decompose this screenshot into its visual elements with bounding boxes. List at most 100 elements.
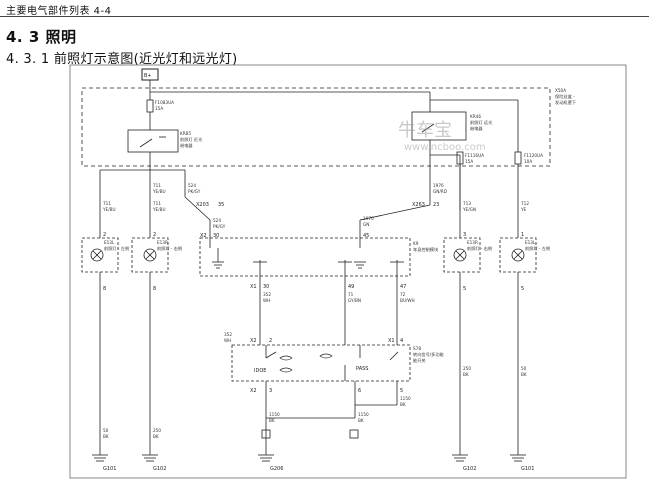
wire-50-left-color: BK [103,434,109,439]
wire-712-color: YE [520,207,527,212]
wire-71: 71 [348,292,354,297]
switch-idoe-label: IDOE [254,368,266,374]
bcm-desc: 车身控制模块 [413,246,439,253]
fuse-right-name: F1120UA [524,153,543,158]
pin-4-switch: 4 [400,338,403,344]
lamp-lh-pin-bot: 8 [153,286,156,292]
pin-47: 47 [400,284,406,290]
fuse-mid-rating: 15A [465,159,473,164]
watermark-brand: 牛车宝 [398,120,452,141]
ground-g101-right: G101 [521,466,534,472]
lamp-ll-pin-top: 2 [103,232,106,238]
fuse-right-rating: 10A [524,159,532,164]
fusebox-desc2: 发动机罩下 [555,99,576,106]
bulb-right-low [511,248,525,262]
wire-711-b: 711 [153,183,161,188]
lamp-rh-code: E13R [467,240,478,245]
switch-pass-label: PASS [356,366,368,372]
subsection-title: 4. 3. 1 前照灯示意图(近光灯和远光灯) [6,52,238,67]
relay-low-code: KR85 [180,131,191,136]
lamp-lh-pin-top: 2 [153,232,156,238]
fuse-left-rating: 15A [155,106,163,111]
ground-symbol-g101-left [92,454,108,462]
wire-71-color: GY/BN [348,298,361,303]
relay-low-desc1: 前照灯 近光 [180,136,202,143]
ground-g102-left: G102 [153,466,166,472]
wire-50-left: 50 [103,428,109,433]
wire-1150-b-color: BK [358,418,364,423]
underhood-fusebox-boundary [81,87,551,167]
wire-352-a: 352 [263,292,271,297]
section-title: 4. 3 照明 [6,28,77,46]
wire-1970: 1970 [363,216,374,221]
pin-23: 23 [433,202,439,208]
wire-711-a: 711 [103,201,111,206]
lamp-lh-desc: 前照灯 - 右侧 [157,245,182,252]
wire-1970-color: GN [363,222,369,227]
wire-713: 713 [463,201,471,206]
lamp-lh-code: E13R [157,240,168,245]
wire-524-a: 524 [188,183,196,188]
relay-high-beam-box [411,111,467,141]
pin-49: 49 [348,284,354,290]
wire-1150-a: 1150 [269,412,280,417]
lamp-rl-desc: 前照灯 - 左侧 [525,245,550,252]
switch-desc2: 能开关 [413,357,426,364]
lamp-ll-code: E13L [104,240,115,245]
fuse-left [146,99,154,113]
relay-high-code: KR46 [470,114,481,119]
ground-g102-right: G102 [463,466,476,472]
ground-symbol-g102-right [452,454,468,462]
conn-x1-bcm: X1 [250,284,257,290]
wire-524-a-color: PK/GY [188,189,201,194]
conn-x1-switch: X1 [388,338,395,344]
wire-352-a-color: WH [263,298,270,303]
fusebox-code: X50A [555,88,566,93]
fuse-right [514,151,522,165]
wire-1150-a-color: BK [269,418,275,423]
relay-low-desc2: 继电器 [180,142,193,149]
wire-1150-c-color: BK [400,402,406,407]
lamp-ll-pin-bot: 8 [103,286,106,292]
pin-3-switch: 3 [269,388,272,394]
switch-code: S78 [413,346,421,351]
relay-high-desc1: 前照灯 远光 [470,119,492,126]
lamp-rh-pin-top: 3 [463,232,466,238]
wire-1976: 1976 [433,183,444,188]
bcm-code: K9 [413,241,419,246]
wire-524-b: 524 [213,218,221,223]
wire-713-color: YE/GN [462,207,476,212]
relay-low-beam-box [127,129,179,153]
bcm-boundary [199,237,411,277]
battery-label: B+ [144,73,152,79]
ground-g101-left: G101 [103,466,116,472]
pin-30-bcm: 30 [263,284,269,290]
pin-35: 35 [218,202,224,208]
switch-desc1: 转向信号/多功能 [413,351,445,358]
conn-x263: X263 [412,202,425,208]
bulb-left-high [143,248,157,262]
ground-symbol-g101-right [510,454,526,462]
lamp-rh-desc: 前照灯 - 右侧 [467,245,492,252]
wire-1150-b: 1150 [358,412,369,417]
bulb-left-low [90,248,104,262]
wire-250-left-color: BK [153,434,159,439]
ground-symbol-g102-left [142,454,158,462]
conn-x2-bcm: X2 [200,233,207,239]
conn-x2-bottom: X2 [250,388,257,394]
ground-g206: G206 [270,466,283,472]
watermark-url: www.ncboo.com [404,142,486,153]
document-header-title: 主要电气部件列表 4-4 [6,6,112,17]
wire-1976-color: GN/RD [433,189,447,194]
wire-711-b-color: YE/BU [152,189,166,194]
wire-250-left: 250 [153,428,161,433]
pin-6-switch: 6 [358,388,361,394]
wire-524-b-color: PK/GY [213,224,226,229]
wire-72-color: BU/WH [400,298,415,303]
ground-symbol-g206 [258,454,274,462]
wire-50-right: 50 [521,366,527,371]
wire-1150-c: 1150 [400,396,411,401]
lamp-rl-pin-bot: 5 [521,286,524,292]
pin-45: 45 [363,233,369,239]
